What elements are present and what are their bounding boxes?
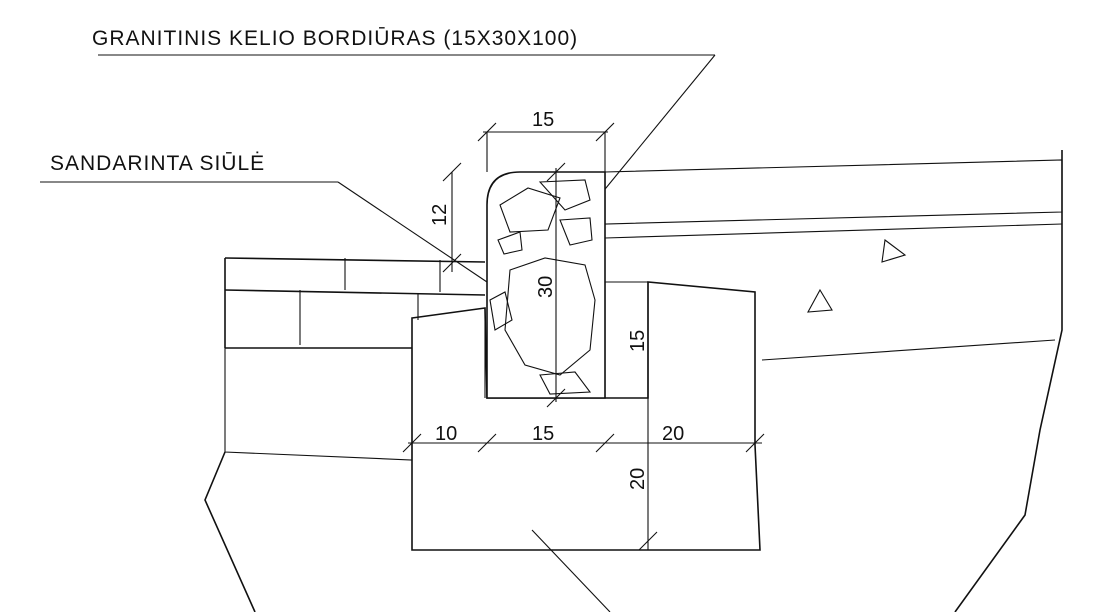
curb-title-label: GRANITINIS KELIO BORDIŪRAS (15X30X100) (92, 27, 578, 50)
dimension-lines (402, 122, 765, 612)
sidewalk-tiles (224, 257, 486, 349)
road-base-layer (761, 150, 1063, 612)
joint-label-leader (40, 181, 488, 283)
dim-foundation-right: 15 (627, 330, 649, 352)
dim-bottom-middle: 15 (532, 423, 554, 445)
curb-title-leader (98, 54, 716, 206)
dim-foundation-bottom: 20 (627, 468, 649, 490)
dim-curb-exposed: 12 (429, 204, 451, 226)
dim-bottom-left: 10 (435, 423, 457, 445)
gravel-base-layer (204, 347, 413, 612)
granite-curb (486, 171, 606, 399)
dim-bottom-right: 20 (662, 423, 684, 445)
asphalt-surface-layer (604, 159, 1063, 239)
dim-curb-width: 15 (532, 109, 554, 131)
dim-curb-height: 30 (535, 276, 557, 298)
joint-label: SANDARINTA SIŪLĖ (50, 152, 265, 175)
